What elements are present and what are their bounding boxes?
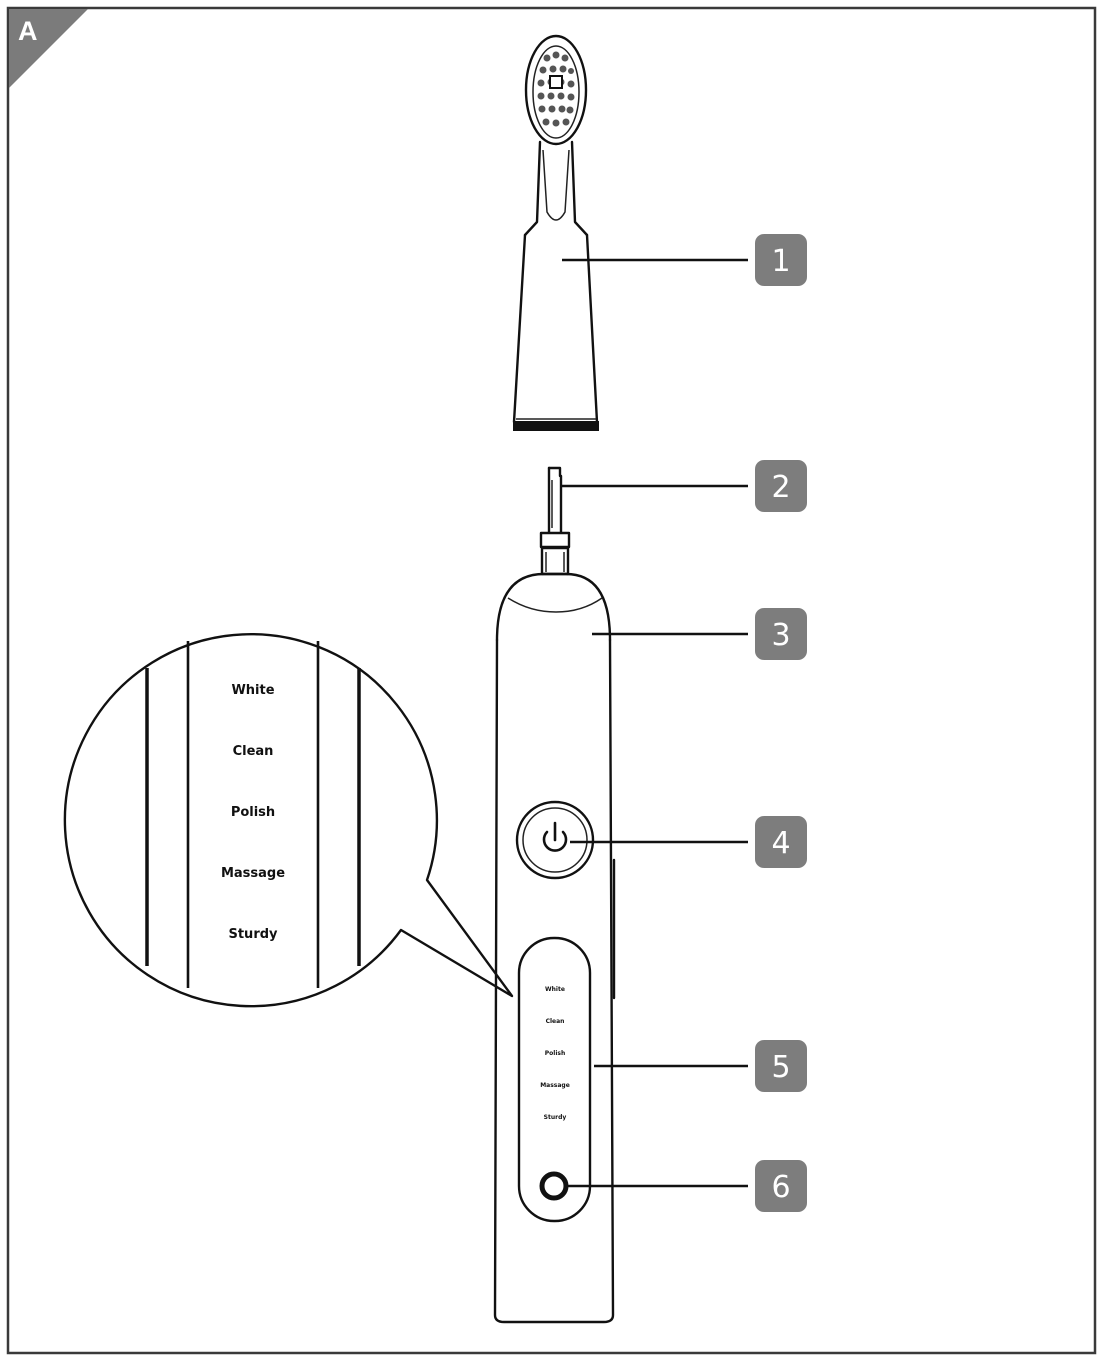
mode-label-polish: Polish (231, 805, 275, 820)
power-button (515, 800, 595, 880)
mode-small-clean: Clean (546, 1018, 565, 1025)
figure-label-tab: A (9, 9, 88, 88)
callout-4: 4 (755, 816, 807, 868)
mode-label-clean: Clean (233, 744, 274, 759)
figure-frame (6, 6, 1097, 1355)
callout-2: 2 (755, 460, 807, 512)
callout-5: 5 (755, 1040, 807, 1092)
callout-3: 3 (755, 608, 807, 660)
callout-5-number: 5 (771, 1050, 790, 1085)
callout-6: 6 (755, 1160, 807, 1212)
mode-small-polish: Polish (545, 1050, 565, 1057)
control-panel (517, 936, 592, 1223)
bristle-tufts (537, 51, 575, 127)
mode-small-massage: Massage (540, 1082, 570, 1089)
mode-label-white: White (231, 683, 274, 698)
power-icon (542, 821, 568, 852)
brush-head (512, 34, 599, 431)
callout-1-number: 1 (771, 244, 790, 279)
mode-small-white: White (545, 986, 565, 993)
figure-label: A (18, 16, 38, 46)
callout-3-number: 3 (771, 618, 790, 653)
mode-label-sturdy: Sturdy (228, 927, 278, 942)
callout-2-number: 2 (771, 470, 790, 505)
leader-lines (562, 258, 748, 1188)
mode-indicators-panel: White Clean Polish Massage Sturdy (540, 986, 570, 1121)
magnifier-inset: White Clean Polish Massage Sturdy (63, 632, 514, 1008)
callout-1: 1 (755, 234, 807, 286)
mode-label-massage: Massage (221, 866, 285, 881)
callout-6-number: 6 (771, 1170, 790, 1205)
callout-4-number: 4 (771, 826, 790, 861)
handle (493, 572, 616, 1324)
mode-small-sturdy: Sturdy (544, 1114, 567, 1121)
